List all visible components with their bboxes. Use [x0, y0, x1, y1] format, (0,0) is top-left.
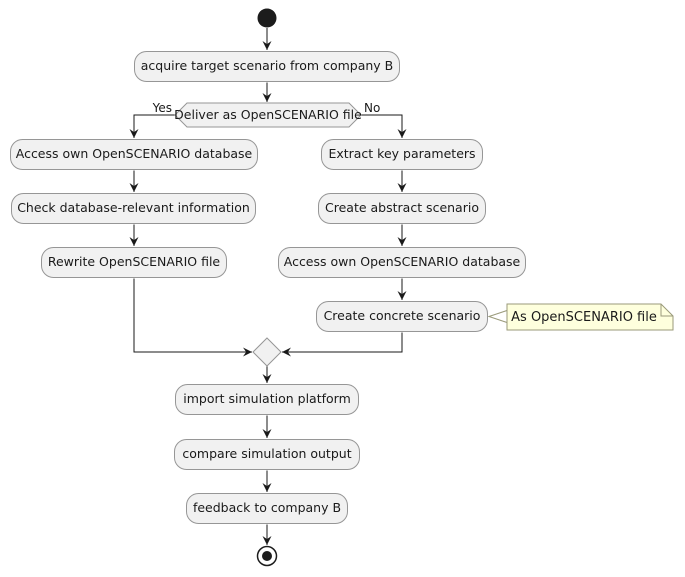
note-box — [506, 303, 674, 331]
note-connector — [487, 309, 508, 324]
activity-check-database-info: Check database-relevant information — [11, 193, 256, 224]
activity-feedback: feedback to company B — [186, 493, 348, 524]
branch-label-yes: Yes — [152, 101, 172, 115]
end-node-dot — [262, 551, 272, 561]
activity-create-concrete-scenario: Create concrete scenario — [316, 301, 488, 332]
note-fold-corner — [660, 304, 673, 317]
edge-decision-no — [361, 114, 407, 138]
activity-rewrite-file: Rewrite OpenSCENARIO file — [41, 247, 227, 278]
activity-access-database-left: Access own OpenSCENARIO database — [10, 139, 258, 170]
activity-acquire-scenario: acquire target scenario from company B — [134, 51, 400, 82]
merge-diamond — [252, 337, 282, 367]
note-label: As OpenSCENARIO file — [511, 309, 657, 325]
activity-create-abstract-scenario: Create abstract scenario — [318, 193, 486, 224]
decision-label: Deliver as OpenSCENARIO file — [174, 106, 362, 122]
activity-extract-parameters: Extract key parameters — [321, 139, 483, 170]
branch-label-no: No — [364, 101, 381, 115]
activity-compare-output: compare simulation output — [174, 439, 360, 470]
activity-access-database-right: Access own OpenSCENARIO database — [278, 247, 526, 278]
edge-concrete-merge — [282, 332, 403, 357]
decision-hexagon — [174, 102, 362, 128]
activity-import-platform: import simulation platform — [175, 384, 359, 415]
start-node — [257, 8, 277, 28]
edge-decision-yes — [129, 114, 175, 138]
edge-rewrite-merge — [133, 278, 252, 357]
